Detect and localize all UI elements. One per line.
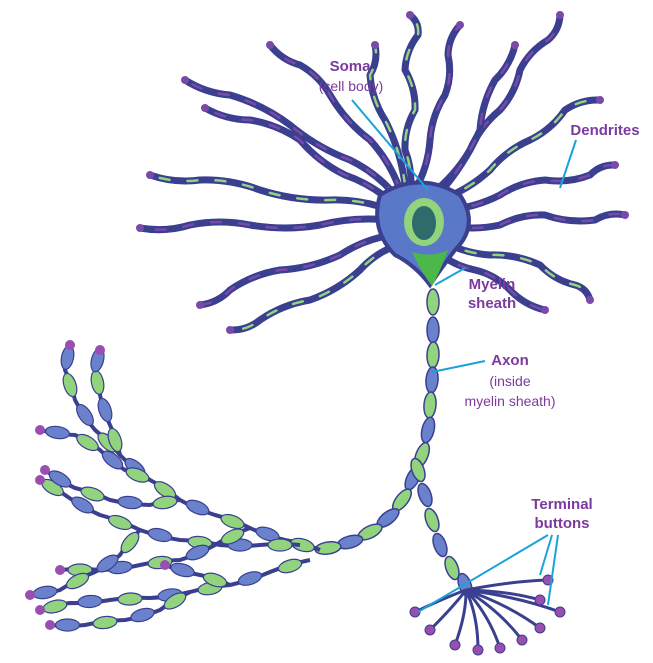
terminal-button [535,623,545,633]
dendrite-tip [266,41,274,49]
branch-terminal [40,465,50,475]
terminal-button [495,643,505,653]
branch-segment [219,512,246,532]
soma [377,183,469,287]
terminal-button [425,625,435,635]
nucleus [412,206,436,240]
branch-segment [118,592,143,605]
terminal-button [517,635,527,645]
myelin-segment [419,416,437,444]
dendrites-label: Dendrites [560,121,650,140]
dendrite-tip [136,224,144,232]
dendrite-tip [196,301,204,309]
myelin-segment [427,317,439,343]
dendrite-highlight [205,108,395,205]
dendrite-tip [621,211,629,219]
dendrite-tip [456,21,464,29]
dendrite-tip [226,326,234,334]
branch-segment [78,595,103,609]
dendrite-highlight [230,245,398,330]
terminal-button [450,640,460,650]
branch-segment [96,397,115,424]
branch-segment [45,425,70,440]
terminal-buttons-label-line1: Terminal [520,495,604,514]
dendrite-tip [586,296,594,304]
myelin-segment [422,507,441,534]
branch-segment [107,513,134,533]
branch-segment [268,539,292,551]
terminal-buttons-label-line2: buttons [520,514,604,533]
myelin-segment [415,482,434,509]
branch-terminal [35,425,45,435]
soma-label: Soma [318,57,382,76]
axon-sublabel-2: myelin sheath) [446,392,574,411]
branch-terminal [35,475,45,485]
dendrite-tip [556,11,564,19]
dendrite-tip [371,41,379,49]
branch-segment [32,585,58,601]
branch-segment [169,561,195,579]
dendrite-highlight [415,25,460,190]
dendrite-tip [541,306,549,314]
branch-segment [56,619,80,631]
dendrites [136,11,629,334]
terminal-button [555,607,565,617]
branch-terminal [45,620,55,630]
axon [314,289,474,598]
branch-segment [277,557,303,575]
branch-terminal [35,605,45,615]
branch-segment [184,497,211,517]
branch-terminal [25,590,35,600]
branch-segment [92,615,117,630]
branch-terminal [55,565,65,575]
dendrite-tip [596,96,604,104]
myelin-segment [426,342,439,368]
branch-segment [147,526,173,543]
branch-segment [89,370,105,396]
branch-terminal [160,560,170,570]
dendrite-tip [611,161,619,169]
axon-collateral-branches [25,340,320,631]
terminal-branch [466,580,548,590]
dendrite-tip [181,76,189,84]
myelin-segment [423,392,437,419]
dendrite-tip [201,104,209,112]
dendrite [205,108,395,205]
branch-segment [237,569,264,588]
myelin-sheath-label-line2: sheath [458,294,526,313]
terminal-buttons [410,575,565,655]
dendrite-tip [511,41,519,49]
axon-leader-line [432,361,485,372]
branch-segment [61,372,80,399]
dendrite-tip [406,11,414,19]
myelin-segment [430,532,449,559]
soma-sublabel: (cell body) [306,77,396,96]
axon-sublabel-1: (inside [470,372,550,391]
branch-segment [152,495,178,511]
branch-terminal [65,340,75,350]
dendrite-tip [146,171,154,179]
terminal-button [473,645,483,655]
axon-label: Axon [480,351,540,370]
myelin-segment [427,289,439,315]
branch-segment [42,598,68,615]
branch-segment [117,495,142,510]
terminal-button [535,595,545,605]
branch-segment [129,606,155,624]
branch-terminal [95,345,105,355]
terminal-buttons-leader-line-2 [540,535,552,575]
myelin-sheath-label-line1: Myelin [458,275,526,294]
